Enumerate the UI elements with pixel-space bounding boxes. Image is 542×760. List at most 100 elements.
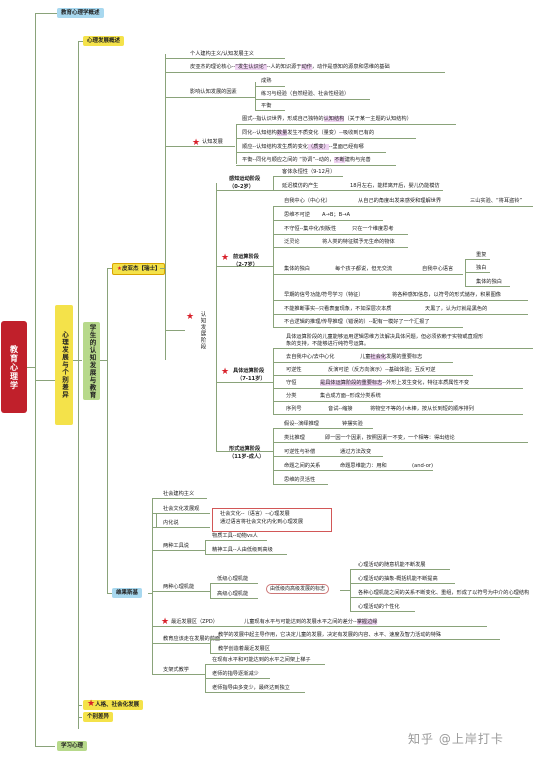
sc-note-box — [212, 508, 332, 532]
cog-connector — [107, 268, 108, 593]
stages-link — [165, 330, 185, 331]
teach-a: 教学的发展中起主导作用，它决定儿童的发展，决定有发展的内容、水平、速度及智力活动… — [218, 632, 442, 638]
schema-line — [236, 124, 456, 125]
cogdev-connector — [236, 124, 237, 164]
factors-line — [165, 97, 255, 98]
con-class: 分类 — [286, 393, 297, 399]
con-seq: 序列号 — [286, 406, 302, 412]
node-development-label: 心理发展与个别差异 — [60, 331, 69, 399]
assim-b: 发生不质变化（量变）--吸收到已有的 — [287, 130, 375, 136]
factor-line-2 — [255, 110, 285, 111]
pre-anim-line — [273, 247, 408, 248]
vyg-connector — [152, 498, 153, 674]
form-note-0: 钟摆实验 — [342, 421, 363, 427]
form-note-4: (and-or) — [412, 463, 434, 469]
schema-a: 图式--指认识世界，形成自己独特的 — [242, 116, 324, 122]
pre-just: 不能推断事实--只看表面现象，不如深层次本质 — [284, 306, 392, 312]
star-icon: ★ — [221, 367, 230, 377]
sc-note-b: 通过语言将社会文化内化到心理发展 — [220, 519, 304, 525]
con-line — [216, 382, 273, 383]
star-icon: ★ — [161, 617, 170, 627]
sm-age: （0-2岁） — [229, 184, 254, 190]
root-connector — [35, 13, 36, 746]
mono-kind-0: 重复 — [476, 252, 487, 258]
link-overview — [35, 13, 57, 14]
node-social[interactable]: ★人格、社会化发展 — [83, 699, 144, 710]
sm-connector — [273, 176, 274, 190]
form-item-0: 假设--演绎推理 — [284, 421, 319, 427]
con-ego-ex-a: 儿童 — [360, 354, 371, 360]
con-rev-line — [273, 375, 473, 376]
con-ego-ex-b: 发展的重要标志 — [385, 354, 423, 360]
form-age: （11岁-成人） — [229, 454, 265, 460]
node-development[interactable]: 心理发展与个别差异 — [55, 305, 73, 425]
pre-age: （2-7岁） — [233, 262, 258, 268]
schema-hl: 认知结构 — [323, 116, 345, 122]
mark-2: 各种心理机能之间的关系不断变化、重组，形成了以符号为中介的心理结构 — [358, 590, 530, 596]
con-seq-ex2: 将物空不等的小木棒，按从长到短的顺序排列 — [370, 406, 474, 412]
root-node: 教育心理学 — [1, 321, 27, 413]
node-piaget-label: 皮亚杰【瑞士】 — [121, 266, 161, 272]
accom-a: 顺应--认知结构发生质的变化 — [242, 144, 308, 150]
mono-kind-line-1 — [465, 272, 490, 273]
pre-mono-ex: 每个孩子都说，但无交流 — [335, 266, 393, 272]
factor-line-0 — [255, 86, 285, 87]
con-desc-line — [273, 348, 533, 349]
sc-connector — [156, 513, 157, 527]
marks-link — [340, 590, 350, 591]
zpd-line — [152, 626, 487, 627]
central-line — [165, 72, 445, 73]
pre-just-line — [273, 314, 528, 315]
star-icon: ★ — [221, 253, 230, 263]
con-cons-text: 是具体运算阶段的重要标志--外形上发生变化，特征本质属性不变 — [320, 380, 469, 387]
node-piaget[interactable]: ★皮亚杰【瑞士】 — [112, 263, 166, 275]
sm-item-line-0 — [273, 176, 343, 177]
node-overview[interactable]: 教育心理学概述 — [57, 8, 104, 18]
accom-hl: （质变） — [308, 144, 329, 150]
tools-line — [152, 550, 205, 551]
node-dev-overview[interactable]: 心理发展概述 — [83, 36, 125, 46]
teach-line — [152, 643, 210, 644]
pre-ego: 自我中心（中心化） — [284, 198, 331, 204]
pre-line — [216, 266, 273, 267]
con-seq-ex: 音试--缩接 — [328, 406, 353, 412]
central-mid: --人的知识源于 — [266, 64, 302, 70]
tool-0: 物质工具--动物vs人 — [212, 533, 258, 539]
scaffold-item-line-2 — [205, 692, 305, 693]
con-cons-ex: --外形上发生变化，特征本质属性不变 — [382, 380, 470, 386]
teach-title: 教育应该走在发展的前面 — [163, 636, 221, 642]
mono-kind-1: 独白 — [476, 265, 487, 271]
con-ego-hl: 社会化 — [370, 354, 386, 360]
equil-a: 平衡--同化与顺应之间的 “协调”--动的， — [242, 157, 335, 163]
root-label: 教育心理学 — [9, 344, 19, 390]
mono-kind-line-2 — [465, 286, 510, 287]
mark-3: 心理活动的个性化 — [358, 604, 400, 610]
pre-title: 前运算阶段 — [233, 254, 259, 260]
stages-connector — [216, 183, 217, 451]
factor-1: 练习与经验（自然经验、社会性经验） — [261, 91, 350, 97]
con-class-line — [273, 401, 453, 402]
form-line — [216, 451, 273, 452]
sm-title: 感知运动阶段 — [229, 176, 261, 182]
mark-line-1 — [350, 583, 455, 584]
func-connector — [210, 583, 211, 598]
node-learning[interactable]: 学习心理 — [57, 741, 88, 751]
node-cognitive[interactable]: 学生的认知发展与教育 — [83, 322, 100, 400]
form-item-1: 类比推理 — [284, 435, 305, 441]
node-vygotsky[interactable]: 维果斯基 — [112, 588, 143, 598]
pre-anim: 泛灵论 — [284, 239, 300, 245]
link-dev-overview — [78, 41, 83, 42]
node-individual[interactable]: 个别差异 — [83, 712, 114, 722]
pre-cons: 不守恒--集中化/刻板性 — [284, 226, 337, 232]
equil-b: 建构与完善 — [344, 157, 371, 163]
teach-b: 教学创造着最近发展区 — [218, 646, 270, 652]
sc-line — [152, 513, 210, 514]
zpd-hl: 掌握边缘 — [356, 619, 378, 625]
star-icon: ★ — [87, 699, 96, 709]
con-cons-line — [273, 388, 523, 389]
piaget-link — [160, 268, 165, 269]
stages-label: 认知发展阶段 — [196, 303, 208, 358]
pre-sym-ex: 将各种感知信息，以符号的形式储存，积累图像 — [392, 292, 501, 298]
pre-ego-line — [273, 206, 533, 207]
zpd-note-a: 儿童现有水平与可能达到的发展水平之间的差分-- — [244, 619, 357, 625]
